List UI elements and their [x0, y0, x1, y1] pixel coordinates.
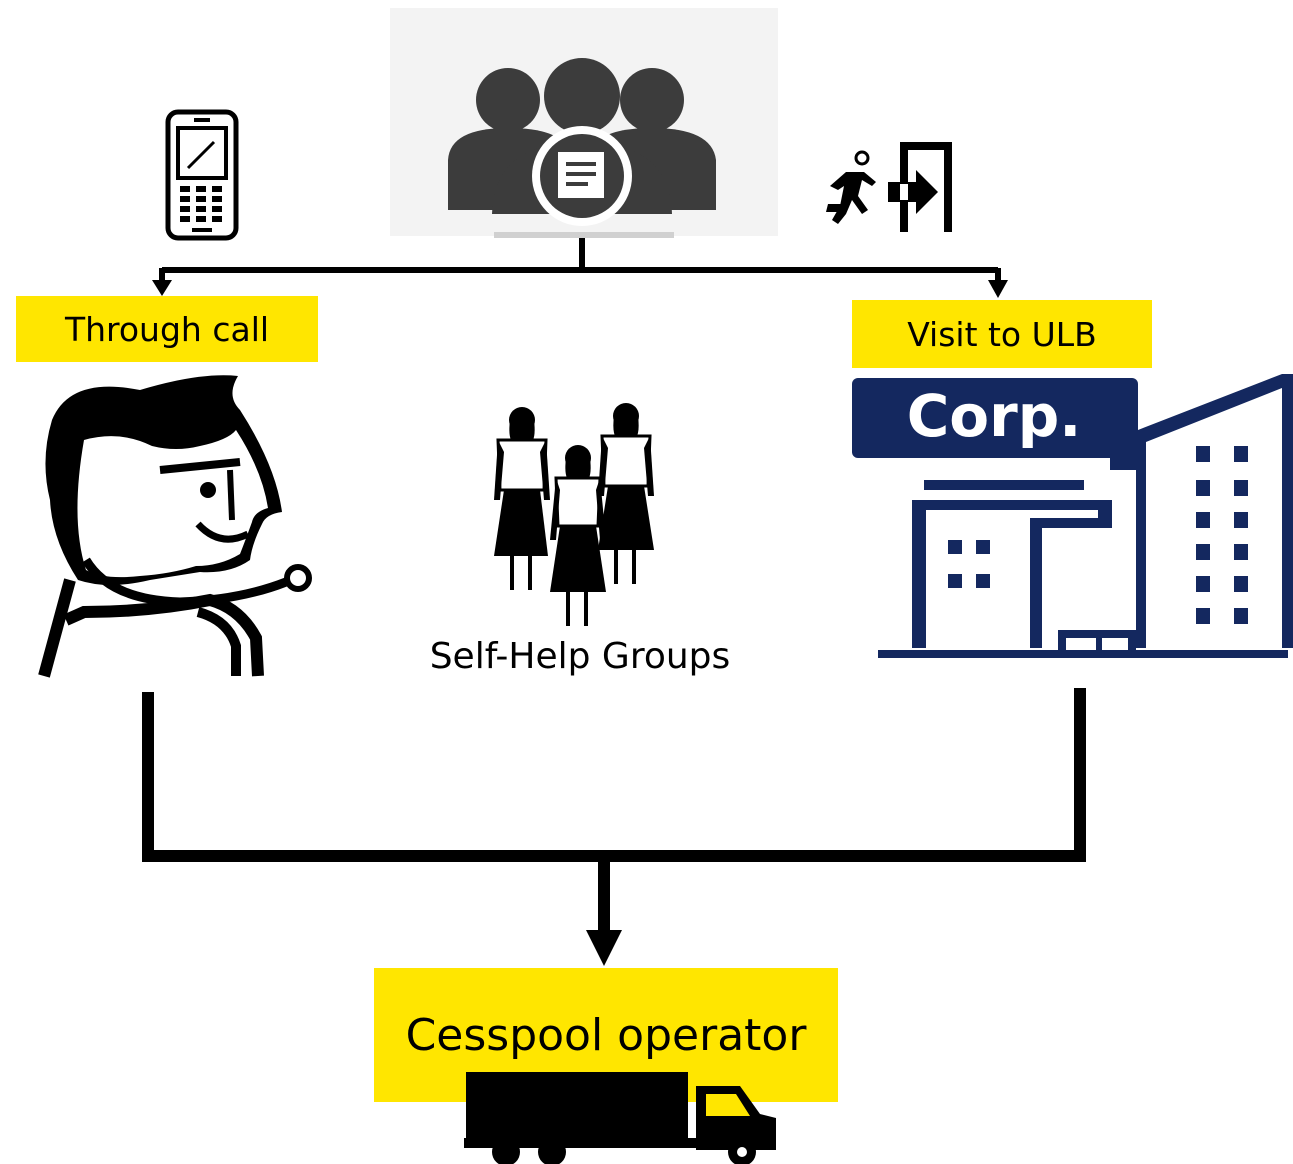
watermark-strip	[494, 232, 674, 238]
top-connector	[159, 238, 1001, 286]
arrow-down-operator	[586, 930, 622, 966]
three-women-icon	[494, 403, 654, 626]
person-exit-icon	[826, 142, 952, 232]
headset-person-icon	[38, 375, 312, 678]
visit-ulb-text: Visit to ULB	[907, 314, 1097, 354]
cesspool-operator-text: Cesspool operator	[405, 1010, 807, 1061]
through-call-text: Through call	[64, 309, 270, 349]
arrow-left-down	[152, 280, 172, 296]
through-call-label: Through call	[16, 296, 318, 362]
corp-sign-text: Corp.	[907, 382, 1082, 450]
visit-ulb-label: Visit to ULB	[852, 300, 1152, 368]
mobile-phone-icon	[165, 109, 239, 241]
group-document-icon	[448, 58, 716, 226]
arrow-right-down	[988, 280, 1008, 298]
corporation-building-icon: Corp.	[852, 374, 1293, 658]
bottom-connector	[142, 688, 1086, 934]
self-help-groups-label: Self-Help Groups	[429, 636, 731, 677]
cesspool-operator-label: Cesspool operator	[374, 968, 838, 1102]
